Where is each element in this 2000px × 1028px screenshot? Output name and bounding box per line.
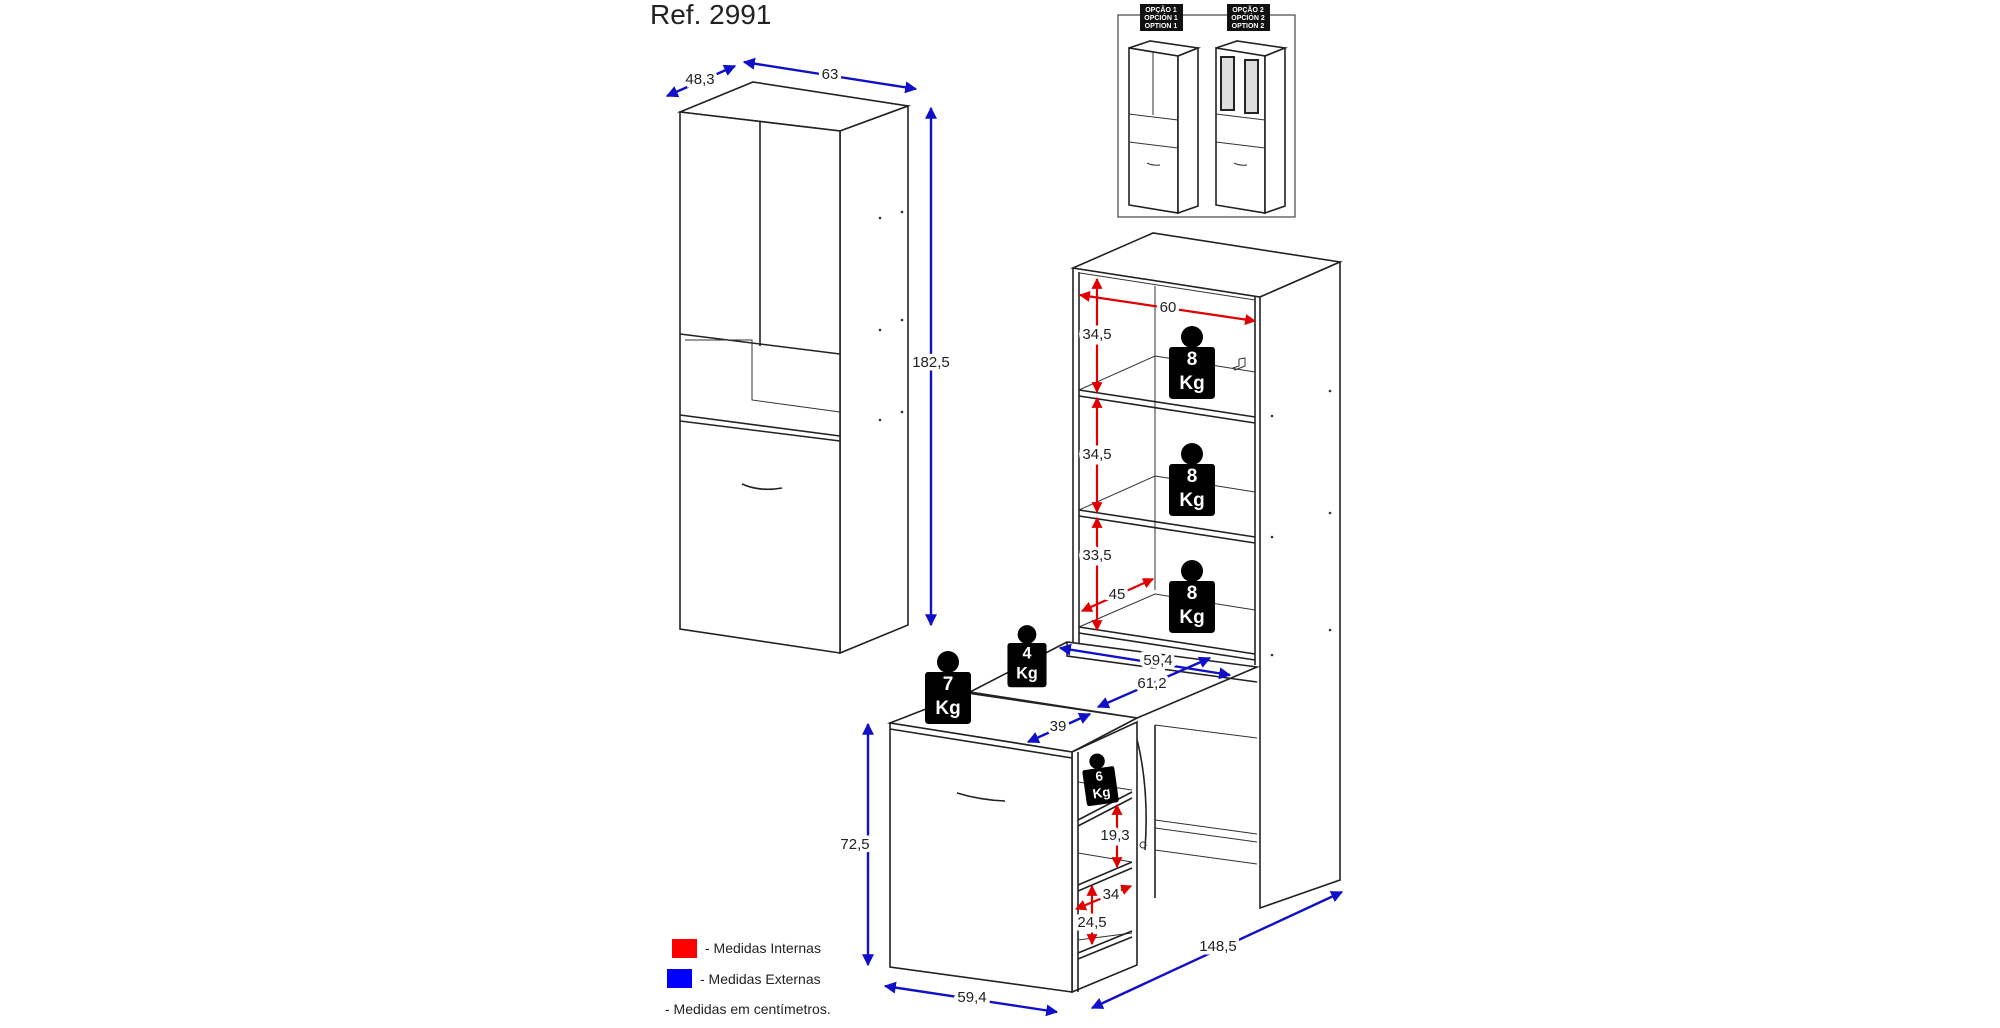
dim-width: 63 [822,66,839,83]
svg-text:4: 4 [1023,644,1032,662]
dim-depth: 48,3 [685,71,714,88]
dim-pedestal-width: 59,4 [957,989,986,1006]
svg-text:Kg: Kg [1179,490,1204,511]
option-1-cabinet [1128,40,1202,215]
svg-text:8: 8 [1187,583,1198,604]
option-2-label: OPÇÃO 2 [1232,5,1264,14]
svg-text:Kg: Kg [1179,607,1204,628]
dim-shelf-2-height: 34,5 [1082,446,1111,463]
svg-text:Kg: Kg [935,698,960,719]
dim-shelf-1-height: 34,5 [1082,326,1111,343]
dim-niche-height: 19,3 [1100,827,1129,844]
dim-shelf-width: 60 [1160,299,1177,316]
weight-icon: 7Kg [925,651,971,724]
dim-pedestal-depth: 39 [1050,718,1067,735]
dim-desk-depth: 61,2 [1137,675,1166,692]
hinge-icon [1232,357,1246,371]
svg-text:8: 8 [1187,349,1198,370]
dim-niche-lower-height: 24,5 [1077,914,1106,931]
dim-total-length: 148,5 [1199,938,1237,955]
dim-niche-depth: 34 [1103,886,1120,903]
svg-text:Kg: Kg [1092,784,1112,801]
svg-text:Kg: Kg [1016,665,1038,683]
weight-icon: 8Kg [1169,326,1215,399]
svg-text:6: 6 [1094,768,1103,784]
dim-shelf-depth: 45 [1109,586,1126,603]
open-tall-unit [1070,232,1343,910]
weight-icon: 8Kg [1169,443,1215,516]
option-1-label: OPTION 1 [1145,23,1178,30]
weight-icon: 6Kg [1080,751,1120,807]
legend-external-swatch [667,969,692,988]
weight-icon: 4Kg [1007,625,1047,688]
legend-internal-label: - Medidas Internas [705,940,821,956]
dim-desk-width: 59,4 [1143,652,1172,669]
legend-units-note: - Medidas em centímetros. [665,1001,831,1017]
option-2-label: OPTION 2 [1232,23,1265,30]
dim-height: 182,5 [912,354,950,371]
closed-cabinet [676,81,912,655]
svg-text:8: 8 [1187,466,1198,487]
svg-text:7: 7 [943,674,954,695]
shelves [1078,355,1256,661]
option-2-label: OPCIÓN 2 [1231,13,1265,22]
dim-shelf-3-height: 33,5 [1082,547,1111,564]
options-box: OPÇÃO 1 OPCIÓN 1 OPTION 1 OPÇÃO 2 OPCIÓN… [1117,4,1296,218]
external-dimensions: 59,4 61,2 39 72,5 59,4 148,5 [837,643,1344,1017]
option-1-label: OPÇÃO 1 [1145,5,1177,14]
legend-external-label: - Medidas Externas [700,971,821,987]
reference-title: Ref. 2991 [650,0,771,30]
weight-icon: 8Kg [1169,560,1215,633]
option-2-cabinet [1215,40,1289,215]
legend-internal-swatch [672,939,697,958]
closed-dimensions: 48,3 63 182,5 [665,57,953,627]
dim-desk-height: 72,5 [840,836,869,853]
option-1-label: OPCIÓN 1 [1144,13,1178,22]
svg-text:Kg: Kg [1179,373,1204,394]
